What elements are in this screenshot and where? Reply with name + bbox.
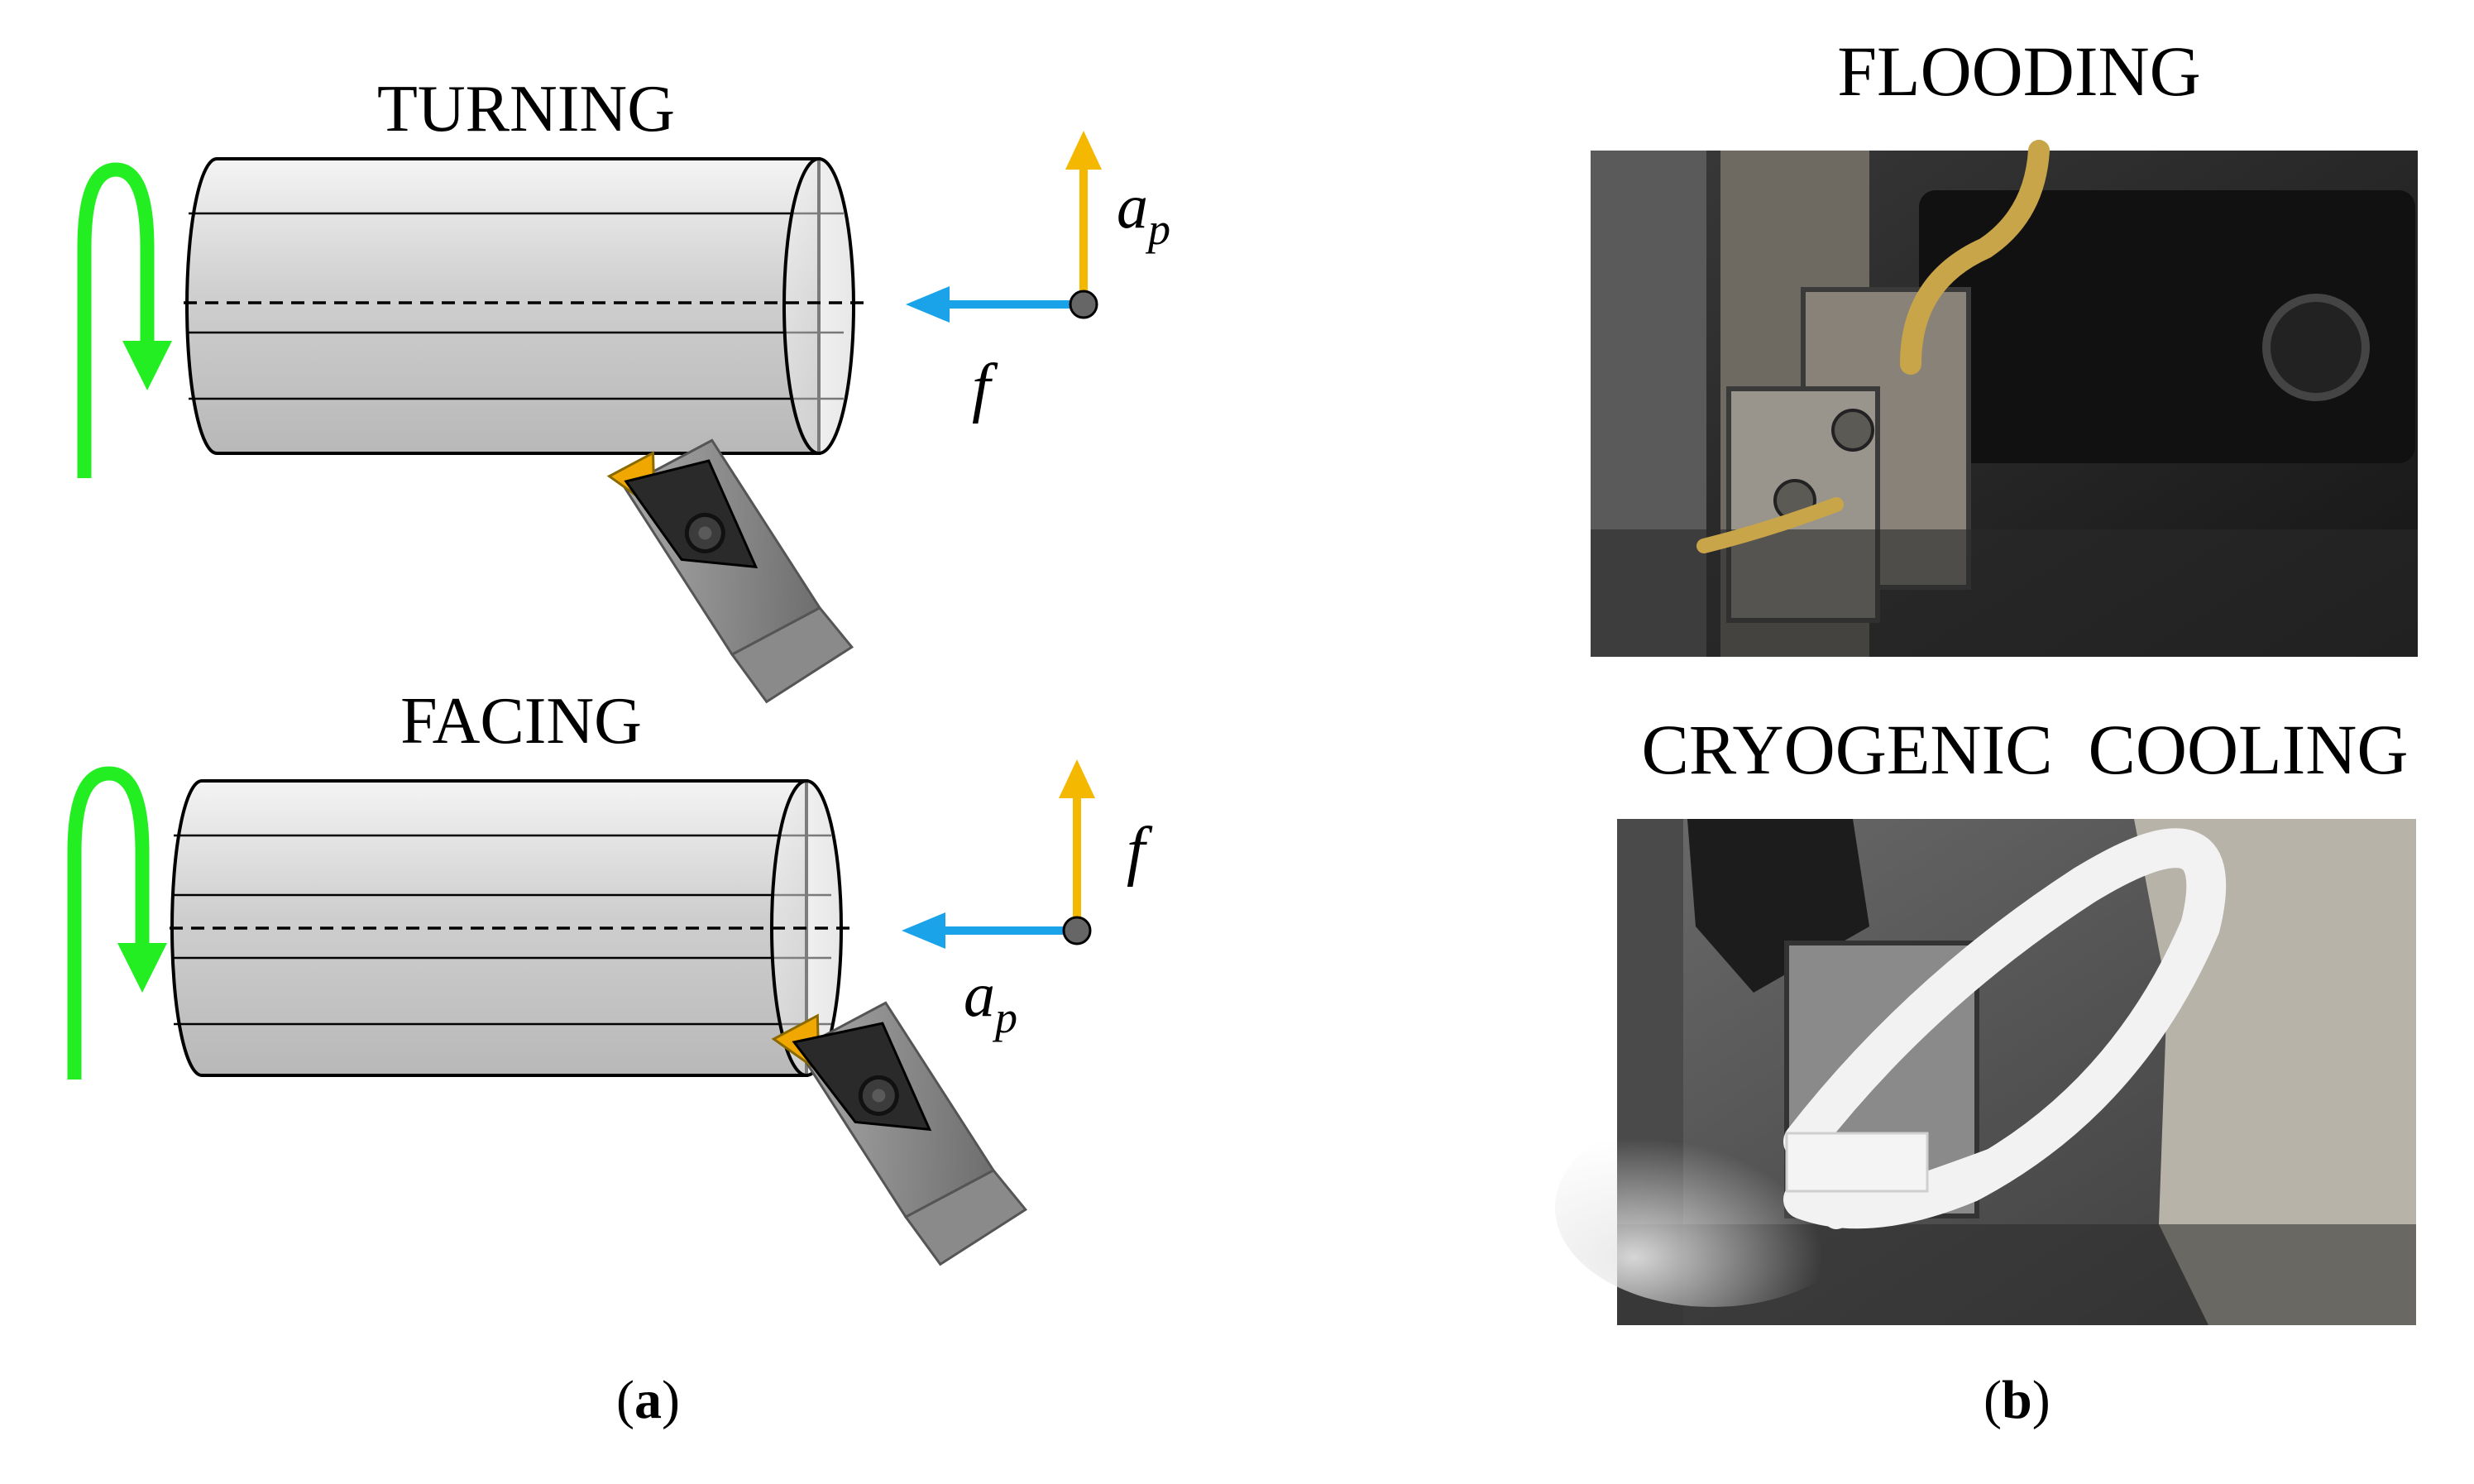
caption-a: (a) xyxy=(616,1370,680,1430)
panel-a: TURNING xyxy=(67,73,1170,1430)
turning-rotation-arrowhead xyxy=(122,341,172,390)
facing-rotation-arrow xyxy=(67,766,150,1079)
cryogenic-photo xyxy=(1555,819,2416,1325)
machining-diagram: TURNING xyxy=(67,73,1170,1266)
facing-tool xyxy=(771,1001,1028,1266)
caption-b: (b) xyxy=(1984,1370,2051,1430)
cryo-title: CRYOGENIC COOLING xyxy=(1642,710,2409,789)
facing-direction-arrows xyxy=(902,759,1095,949)
facing-rotation-arrowhead xyxy=(117,943,167,993)
facing-depth-label: ap xyxy=(964,960,1017,1042)
turning-direction-arrows xyxy=(906,131,1102,323)
facing-title: FACING xyxy=(400,685,642,758)
turning-depth-label: ap xyxy=(1117,172,1170,254)
facing-feed-label: f xyxy=(1127,815,1153,888)
flooding-photo xyxy=(1591,140,2418,657)
panel-b: FLOODING CRYOGENIC COOLING xyxy=(1340,0,2474,1480)
facing-cylinder xyxy=(170,779,856,1077)
turning-cylinder xyxy=(184,157,864,455)
coolant-photos: FLOODING CRYOGENIC COOLING xyxy=(1555,31,2418,1325)
turning-tool xyxy=(606,438,854,704)
turning-rotation-arrow xyxy=(77,162,155,478)
turning-feed-label: f xyxy=(972,352,998,424)
flooding-title: FLOODING xyxy=(1837,31,2201,111)
turning-title: TURNING xyxy=(377,73,675,146)
